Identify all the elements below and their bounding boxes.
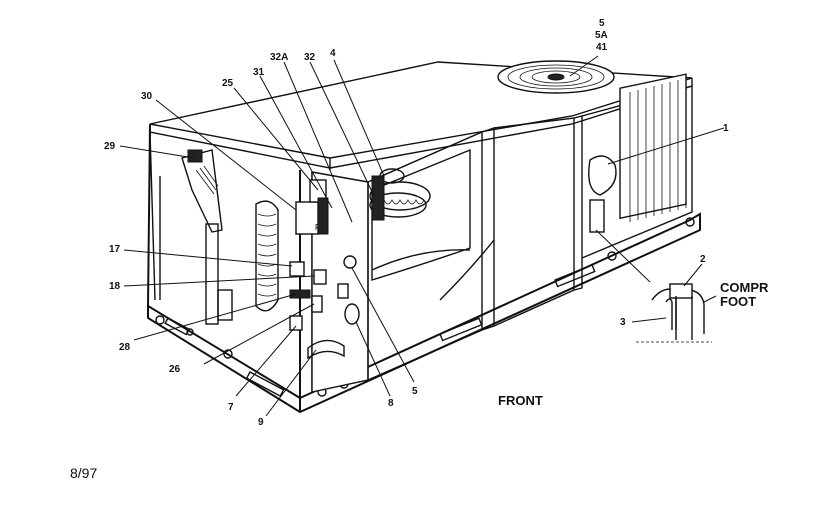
callout-leader-lines — [119, 55, 725, 417]
condenser-coil — [588, 73, 687, 233]
callout-4: 4 — [330, 48, 336, 59]
callout-9: 9 — [258, 417, 264, 428]
callout-8: 8 — [388, 398, 394, 409]
callout-numbers: 5 5A 41 4 32 32A 31 25 30 29 1 17 18 28 … — [104, 18, 729, 428]
callout-5-bottom: 5 — [412, 386, 418, 397]
callout-25: 25 — [222, 78, 234, 89]
callout-7: 7 — [228, 402, 234, 413]
revision-date: 8/97 — [70, 465, 97, 481]
control-components: R — [289, 179, 360, 360]
callout-17: 17 — [109, 244, 121, 255]
callout-3: 3 — [620, 317, 626, 328]
callout-31: 31 — [253, 67, 265, 78]
callout-29: 29 — [104, 141, 116, 152]
cabinet-outline — [146, 60, 701, 414]
blower-assembly — [369, 148, 495, 301]
base-rail-holes — [155, 217, 695, 397]
compressor-foot-label-line2: FOOT — [720, 294, 756, 309]
left-compartment — [159, 149, 279, 325]
compressor-foot-label-line1: COMPR — [720, 280, 769, 295]
callout-18: 18 — [109, 281, 121, 292]
front-label: FRONT — [498, 393, 543, 408]
callout-2: 2 — [700, 254, 706, 265]
compressor-foot-detail — [636, 283, 712, 343]
callout-30: 30 — [141, 91, 153, 102]
callout-1: 1 — [723, 123, 729, 134]
callout-28: 28 — [119, 342, 131, 353]
callout-32a: 32A — [270, 52, 288, 63]
callout-26: 26 — [169, 364, 181, 375]
callout-5-top: 5 — [599, 18, 605, 29]
callout-5a: 5A — [595, 30, 608, 41]
callout-41: 41 — [596, 42, 608, 53]
callout-32: 32 — [304, 52, 316, 63]
